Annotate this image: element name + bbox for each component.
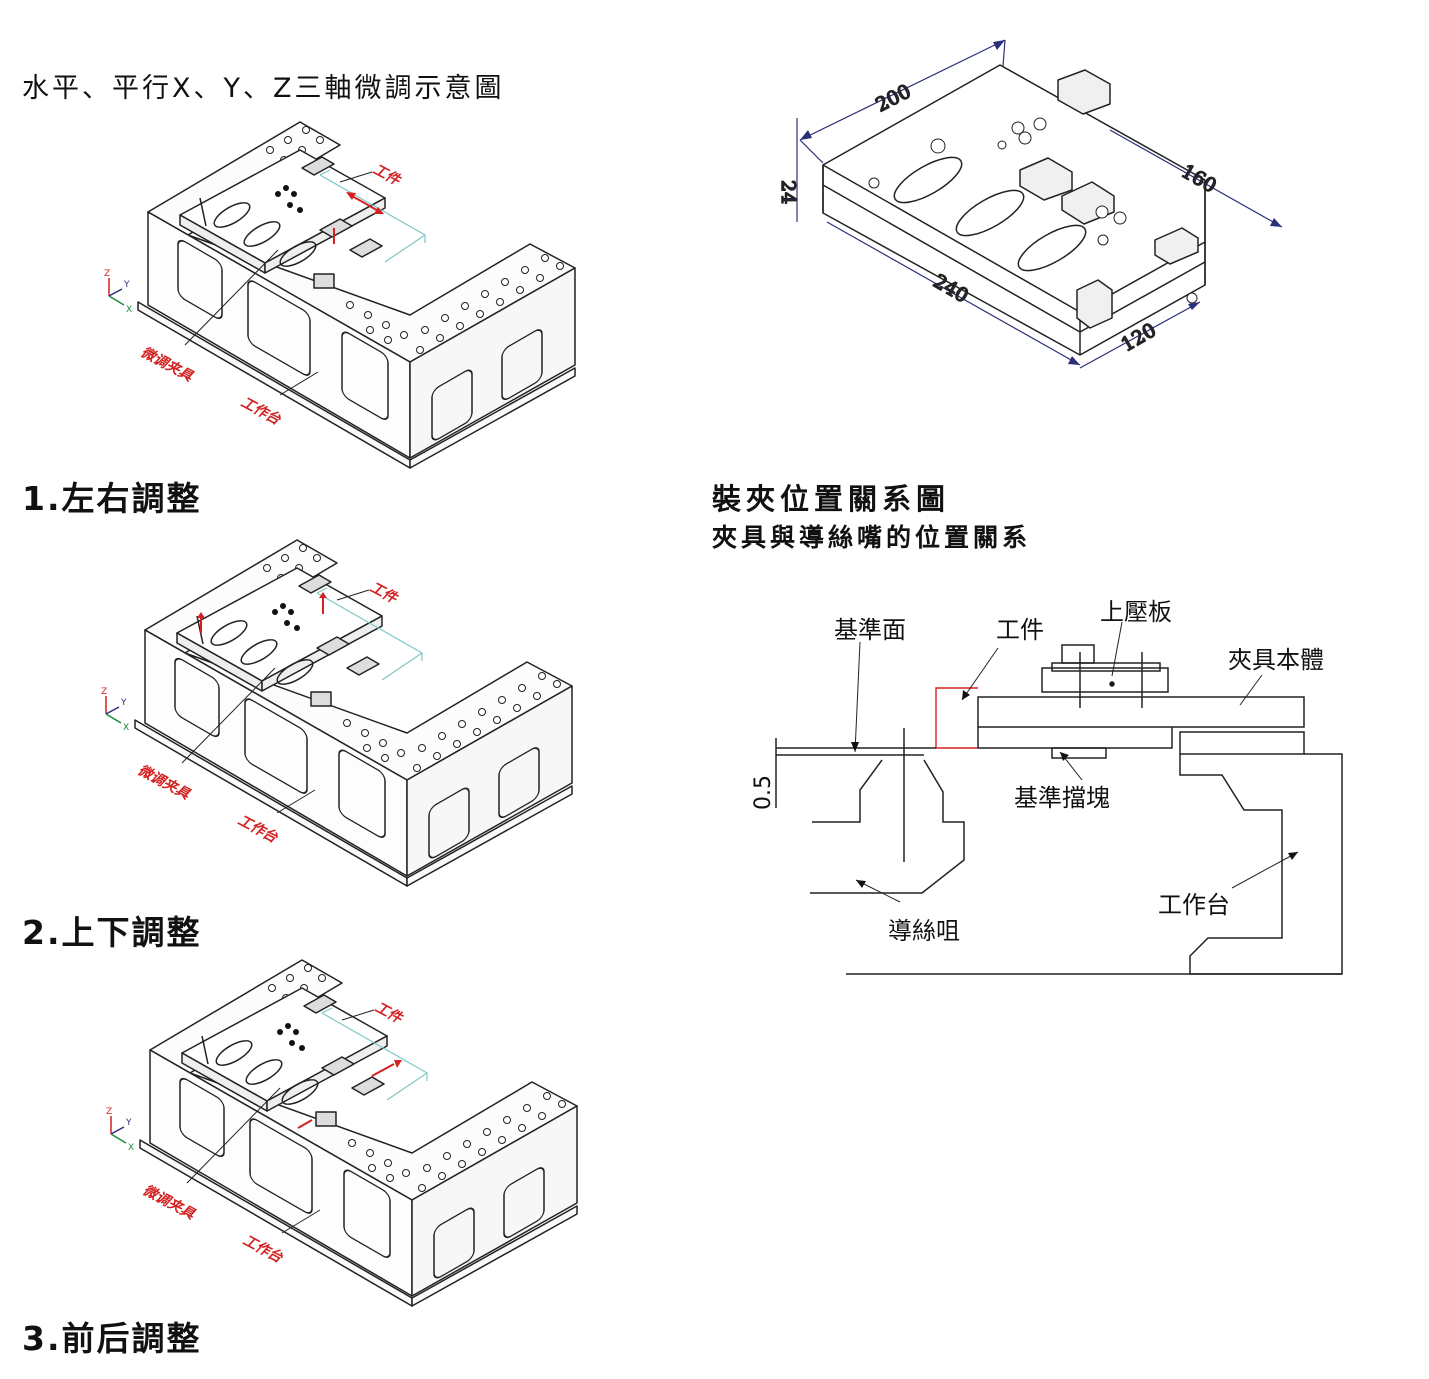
- label-guide-nozzle: 導絲咀: [888, 917, 960, 945]
- dim-200: 200: [872, 80, 914, 116]
- relation-subtitle: 夾具與導絲嘴的位置關系: [712, 523, 1032, 552]
- label-top-plate: 上壓板: [1100, 598, 1172, 626]
- axis-z-label: Z: [104, 269, 110, 279]
- workpiece-label: 工件: [370, 161, 404, 190]
- axis-y-label: Y: [123, 280, 130, 290]
- axis-triad: Z Y X: [104, 269, 132, 315]
- iso-view-left-right: Z Y X 工件 微调夹具 工作台: [104, 121, 576, 469]
- table-label: 工作台: [238, 394, 284, 429]
- iso-view-up-down: Z Y X 工件 微调夹具 工作台: [101, 539, 573, 887]
- label-datum-face: 基準面: [834, 616, 906, 644]
- table-label: 工作台: [235, 812, 281, 847]
- workpiece-label: 工件: [367, 579, 401, 608]
- axis-triad: Z Y X: [101, 687, 129, 733]
- relation-title: 裝夾位置關系圖: [712, 482, 951, 516]
- fixture-label: 微调夹具: [135, 762, 193, 804]
- axis-x-label: X: [123, 723, 129, 733]
- iso-view-front-back: Z Y X 工件 微调夹具 工作台: [106, 959, 578, 1307]
- fixture-dimension-drawing: 200 24 160 240 120: [776, 39, 1283, 369]
- step-label-up-down: 2.上下調整: [22, 913, 202, 952]
- label-datum-block: 基準擋塊: [1014, 784, 1110, 812]
- axis-y-label: Y: [120, 698, 127, 708]
- step-label-left-right: 1.左右調整: [22, 479, 202, 518]
- fixture-label: 微调夹具: [138, 344, 196, 386]
- axis-z-label: Z: [106, 1107, 112, 1117]
- table-label: 工作台: [240, 1232, 286, 1267]
- axis-y-label: Y: [125, 1118, 132, 1128]
- axis-z-label: Z: [101, 687, 107, 697]
- step-label-front-back: 3.前后調整: [22, 1319, 202, 1358]
- label-table: 工作台: [1158, 891, 1230, 919]
- clamping-position-section: 基準面 工件 上壓板 夾具本體 0.5 基準擋塊 導絲咀 工作台: [751, 598, 1343, 975]
- label-fixture-body: 夾具本體: [1228, 646, 1324, 674]
- label-offset: 0.5: [751, 775, 776, 810]
- axis-x-label: X: [128, 1143, 134, 1153]
- dim-24: 24: [777, 180, 799, 204]
- workpiece-label: 工件: [372, 999, 406, 1028]
- main-title: 水平、平行X、Y、Z三軸微調示意圖: [22, 73, 505, 104]
- fixture-label: 微调夹具: [140, 1182, 198, 1224]
- axis-x-label: X: [126, 305, 132, 315]
- label-workpiece: 工件: [996, 616, 1044, 644]
- axis-triad: Z Y X: [106, 1107, 134, 1153]
